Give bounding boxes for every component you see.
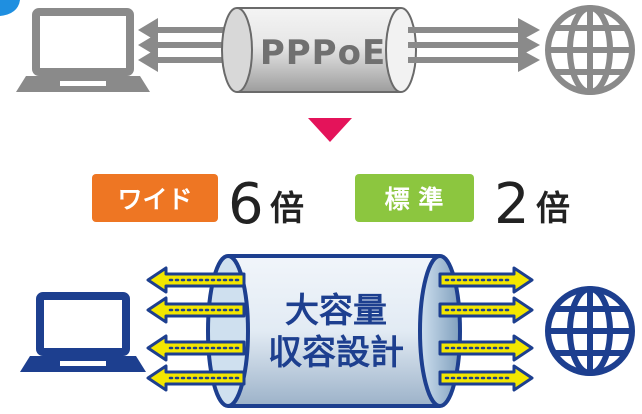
globe-icon (545, 286, 635, 376)
down-pointer (308, 118, 352, 142)
top-tunnel-label: PPPoE (260, 33, 386, 73)
wide-badge-label: ワイド (117, 185, 192, 214)
bottom-tunnel-label-line1: 大容量 (285, 291, 387, 331)
standard-multiplier-value: 2 (494, 172, 530, 237)
wide-multiplier-value: 6 (228, 172, 264, 237)
bottom-left-arrows (146, 266, 246, 392)
bottom-right-arrows (438, 266, 534, 392)
laptop-icon (20, 292, 146, 372)
standard-badge (355, 174, 474, 222)
bottom-tunnel-label-line2: 収容設計 (268, 333, 404, 373)
top-tunnel: PPPoE (221, 7, 417, 93)
standard-multiplier-unit: 倍 (536, 189, 570, 229)
standard-badge-label: 標 準 (385, 185, 444, 214)
standard-comparison: 標 準 2 倍 (355, 172, 570, 237)
wide-multiplier-unit: 倍 (270, 189, 304, 229)
wide-comparison: ワイド 6 倍 (92, 172, 304, 237)
bottom-tunnel (206, 254, 462, 408)
globe-icon (545, 5, 635, 95)
laptop-icon (16, 8, 150, 92)
corner-mark (0, 0, 20, 16)
top-right-arrows (408, 18, 540, 72)
wide-badge (92, 174, 218, 222)
top-left-arrows (138, 18, 238, 72)
